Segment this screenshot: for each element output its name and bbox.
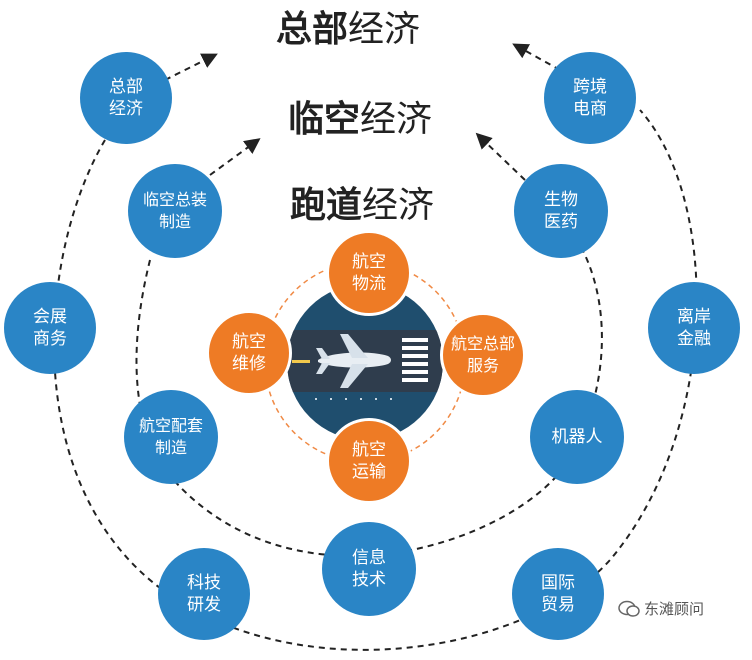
middle-arrow-left: [209, 138, 261, 176]
title-light: 经济: [348, 9, 421, 50]
title-light: 经济: [360, 99, 433, 140]
bubble-cross-border-ecommerce: 跨境 电商: [544, 52, 636, 144]
bubble-aviation-logistics: 航空 物流: [326, 230, 412, 316]
title-light: 经济: [362, 185, 435, 226]
title-bold: 跑道: [290, 185, 363, 226]
bubble-international-trade: 国际 贸易: [512, 548, 604, 640]
bubble-aviation-maintenance: 航空 维修: [206, 310, 292, 396]
title-bold: 总部: [276, 9, 349, 50]
title-airport-economy: 临空经济: [288, 90, 432, 142]
watermark-text: 东滩顾问: [644, 600, 705, 618]
bubble-aviation-supporting-manufacturing: 航空配套 制造: [124, 390, 218, 484]
bubble-offshore-finance: 离岸 金融: [648, 282, 740, 374]
title-bold: 临空: [288, 99, 361, 140]
outer-arrow-left: [164, 53, 218, 81]
bubble-headquarters-economy: 总部 经济: [80, 52, 172, 144]
watermark: 东滩顾问: [618, 598, 704, 619]
bubble-airport-assembly-manufacturing: 临空总装 制造: [128, 164, 222, 258]
runway-scene: [287, 330, 443, 400]
middle-arrow-right: [475, 132, 526, 181]
bubble-tech-rnd: 科技 研发: [158, 548, 250, 640]
bubble-air-transport: 航空 运输: [326, 418, 412, 504]
wechat-icon: [618, 600, 640, 617]
middle-ring-arc: [135, 244, 603, 558]
outer-arrow-right: [512, 43, 561, 71]
title-runway-economy: 跑道经济: [290, 176, 434, 228]
bubble-exhibition-business: 会展 商务: [4, 282, 96, 374]
bubble-robotics: 机器人: [530, 390, 624, 484]
bubble-information-technology: 信息 技术: [322, 522, 416, 616]
bubble-aviation-hq-services: 航空总部 服务: [440, 312, 526, 398]
bubble-biomedicine: 生物 医药: [514, 164, 608, 258]
title-headquarters-economy: 总部经济: [276, 0, 420, 52]
airplane-icon: [316, 334, 391, 388]
